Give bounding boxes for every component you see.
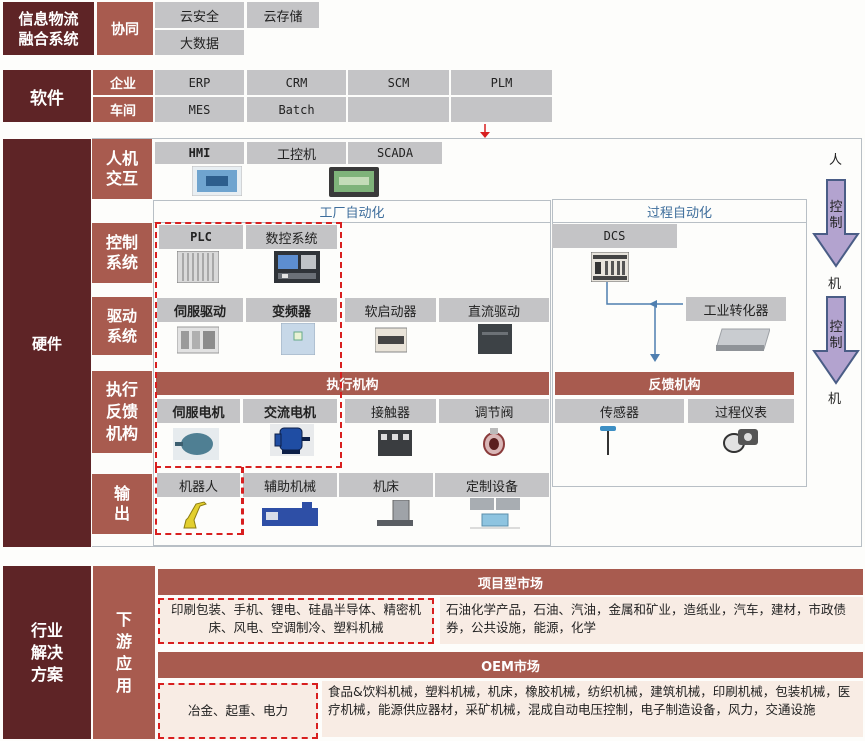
hardware-cat-hmi: 人机 交互 [92,139,152,199]
industrial-pc-icon [329,167,379,197]
contactor-icon [378,430,412,456]
software-crm: CRM [247,70,346,95]
custom-equipment-label: 定制设备 [435,473,549,497]
vfd-icon [281,323,315,355]
flow-control-label-2: 控制 [829,320,843,351]
process-instrument-label: 过程仪表 [688,399,794,423]
hardware-cat-output: 输 出 [92,474,152,534]
software-mes: MES [155,97,244,122]
project-market-highlight: 印刷包装、手机、锂电、硅晶半导体、精密机床、风电、空调制冷、塑料机械 [158,598,434,644]
contactor-label: 接触器 [345,399,436,423]
cps-item-cloud-security: 云安全 [155,2,244,28]
hardware-cat-actuator-feedback: 执行 反馈 机构 [92,371,152,453]
control-arrow-down-icon-2 [812,296,860,385]
robot-label: 机器人 [157,473,240,497]
software-title: 软件 [3,70,91,122]
scada-label: SCADA [348,142,442,164]
control-valve-icon [483,428,505,456]
hardware-title: 硬件 [3,139,91,547]
machine-tool-label: 机床 [339,473,433,497]
actuator-band: 执行机构 [156,372,549,395]
hardware-outer-frame [92,138,862,547]
flow-human-label: 人 [829,153,843,168]
factory-automation-title: 工厂自动化 [154,201,550,223]
oem-market-band: OEM市场 [158,652,863,678]
feedback-band: 反馈机构 [555,372,794,395]
project-market-highlight-box [158,598,434,644]
project-market-text: 石油化学产品，石油、汽油，金属和矿业，造纸业，汽车，建材，市政债券，公共设施，能… [440,597,863,644]
flow-machine-label-1: 机 [828,277,842,292]
dcs-label: DCS [552,224,677,248]
servo-motor-icon [173,428,219,460]
highlight-aux-machinery-box [242,467,244,535]
software-row-workshop-label: 车间 [93,97,153,122]
injection-molding-machine-icon [262,502,318,526]
vfd-label: 变频器 [246,298,337,322]
ac-motor-label: 交流电机 [243,399,337,423]
software-batch: Batch [247,97,346,122]
cnc-label: 数控系统 [246,225,337,249]
dcs-module-icon [591,252,629,282]
dcs-to-feedback-connector [606,282,683,362]
software-scm: SCM [348,70,449,95]
dc-drive-icon [478,324,512,354]
sensor-label: 传感器 [555,399,684,423]
oem-market-highlight: 冶金、起重、电力 [158,683,318,739]
software-empty-2 [451,97,552,122]
factory-automation-pane [153,200,551,546]
process-automation-title: 过程自动化 [553,200,806,223]
hmi-panel-icon [192,166,242,196]
dc-drive-label: 直流驱动 [439,298,549,322]
software-plm: PLM [451,70,552,95]
flow-machine-label-2: 机 [828,392,842,407]
plc-rack-icon [177,251,219,283]
cps-item-cloud-storage: 云存储 [247,2,319,28]
hmi-label: HMI [155,142,244,164]
cps-title: 信息物流 融合系统 [3,2,94,55]
cps-sub-label: 协同 [97,2,153,55]
process-automation-pane [552,199,807,487]
solutions-title: 行业 解决 方案 [3,566,91,739]
custom-equipment-icon [470,498,520,529]
cnc-controller-icon [274,251,320,283]
software-erp: ERP [155,70,244,95]
hardware-cat-drive: 驱动 系统 [92,297,152,355]
ipc-label: 工控机 [247,142,346,164]
software-empty-1 [348,97,449,122]
industrial-converter-label: 工业转化器 [686,297,786,321]
industrial-robot-icon [183,501,207,529]
process-instrument-icon [723,429,758,453]
servo-motor-label: 伺服电机 [157,399,240,423]
project-market-band: 项目型市场 [158,569,863,595]
software-row-enterprise-label: 企业 [93,70,153,95]
highlight-plc-servo-box [155,222,342,468]
oem-market-text: 食品&饮料机械，塑料机械，机床，橡胶机械，纺织机械，建筑机械，印刷机械，包装机械… [322,681,863,737]
servo-drive-label: 伺服驱动 [157,298,243,322]
soft-starter-icon [375,327,407,353]
hardware-cat-control: 控制 系统 [92,223,152,283]
control-arrow-down-icon [812,179,860,268]
machine-tool-icon [377,500,413,526]
oem-market-highlight-box [158,683,318,739]
auxiliary-machinery-label: 辅助机械 [243,473,337,497]
industrial-converter-icon [716,328,770,351]
temperature-sensor-icon [600,426,616,455]
ac-motor-icon [270,424,314,456]
red-down-arrow-icon [480,124,490,138]
solutions-sub-label: 下 游 应 用 [93,566,155,739]
plc-label: PLC [159,225,243,249]
flow-control-label-1: 控制 [829,200,843,231]
servo-drive-icon [177,326,219,354]
highlight-robot-box [155,467,243,535]
control-valve-label: 调节阀 [439,399,549,423]
cps-item-big-data: 大数据 [155,30,244,55]
soft-starter-label: 软启动器 [345,298,436,322]
